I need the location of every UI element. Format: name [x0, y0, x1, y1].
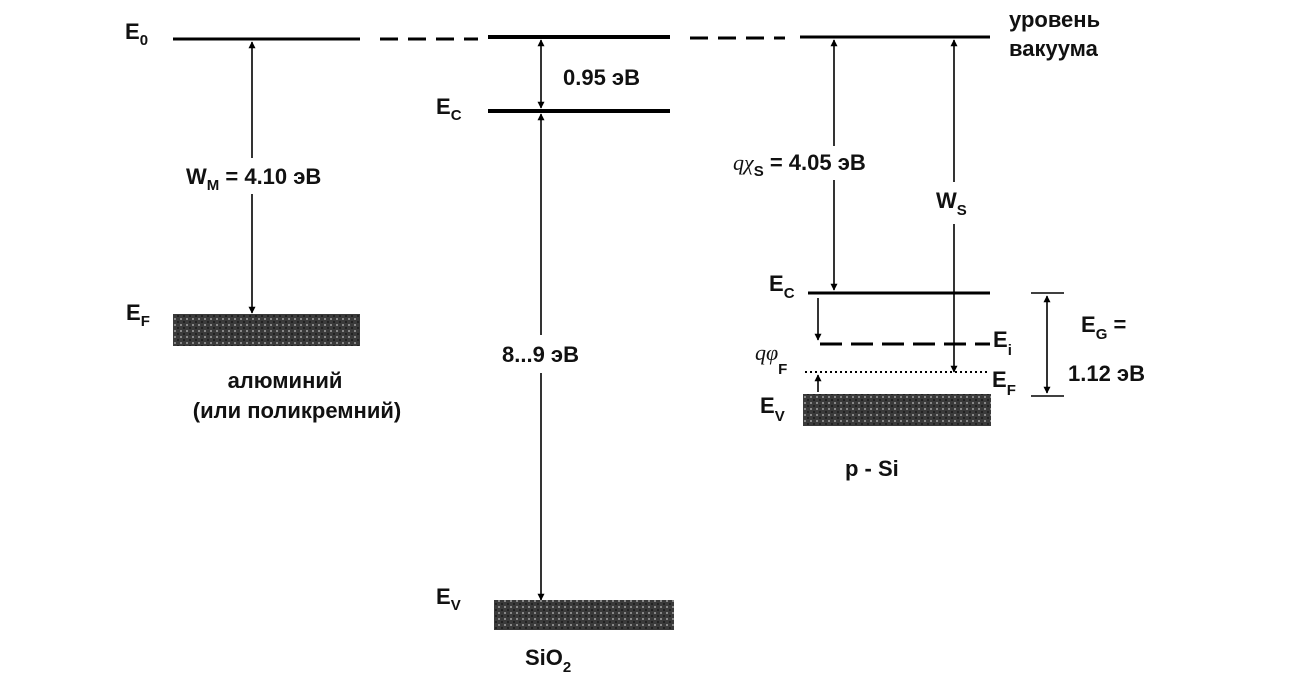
metal-ef-label: EF	[126, 300, 150, 330]
oxide-barrier-label: 0.95 эВ	[563, 65, 640, 90]
semiconductor-ev-label: EV	[760, 393, 785, 425]
semiconductor-electron-affinity-label: qχS = 4.05 эВ	[733, 150, 866, 180]
metal-name-line1: алюминий	[228, 368, 343, 393]
metal-work-function-label: WM = 4.10 эВ	[186, 164, 321, 194]
bandgap-value: 1.12 эВ	[1068, 361, 1145, 386]
vacuum-level	[173, 35, 990, 41]
oxide-valence-band	[494, 600, 674, 630]
metal-e0-label: E0	[125, 19, 148, 49]
semiconductor-ei-label: Ei	[993, 327, 1012, 359]
bandgap-label: EG =	[1081, 312, 1126, 343]
semiconductor-ef-label: EF	[992, 367, 1016, 399]
vacuum-level-line1: уровень	[1009, 7, 1100, 32]
oxide-ec-label: EC	[436, 94, 462, 124]
oxide-name: SiO2	[525, 645, 571, 676]
oxide-side: 0.95 эВ EC 8...9 эВ EV SiO2	[436, 39, 674, 676]
metal-side: E0 WM = 4.10 эВ EF алюминий (или поликре…	[125, 19, 401, 423]
metal-fermi-band	[173, 314, 360, 346]
metal-name-line2: (или поликремний)	[193, 398, 401, 423]
semiconductor-phi-label: qφF	[755, 340, 787, 378]
semiconductor-side: уровень вакуума qχS = 4.05 эВ WS EC Ei q…	[728, 7, 1145, 481]
semiconductor-work-function-label: WS	[936, 188, 967, 219]
semiconductor-ec-label: EC	[769, 271, 795, 302]
semiconductor-valence-band	[803, 394, 991, 426]
vacuum-level-line2: вакуума	[1009, 36, 1099, 61]
semiconductor-name: p - Si	[845, 456, 899, 481]
oxide-ev-label: EV	[436, 584, 461, 614]
oxide-gap-label: 8...9 эВ	[502, 342, 579, 367]
